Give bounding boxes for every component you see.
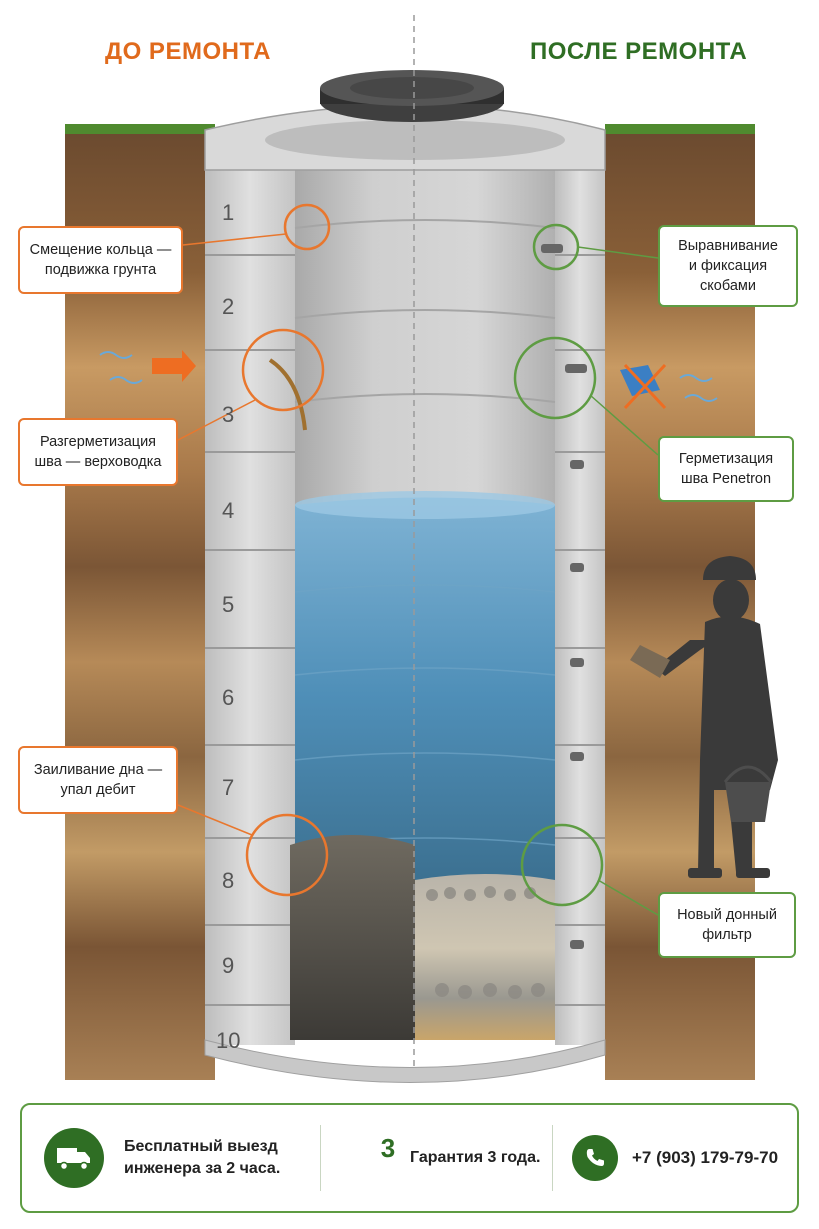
leak-arrow-icon bbox=[99, 350, 196, 384]
callout-filter: Новый донный фильтр bbox=[658, 892, 796, 958]
footer-visit: Бесплатный выезд инженера за 2 часа. bbox=[44, 1105, 280, 1211]
footer-divider bbox=[320, 1125, 321, 1191]
sealing-marker bbox=[513, 336, 597, 420]
silting-marker bbox=[245, 813, 329, 897]
footer-visit-line: инженера за 2 часа. bbox=[124, 1160, 281, 1177]
gravel-filter bbox=[415, 874, 555, 1040]
callout-alignment: Выравнивание и фиксация скобами bbox=[658, 225, 798, 307]
grass-left bbox=[65, 124, 215, 134]
ring-shift-marker bbox=[283, 203, 331, 251]
footer-divider bbox=[552, 1125, 553, 1191]
ring-number: 3 bbox=[222, 402, 235, 427]
callout-line: упал дебит bbox=[60, 782, 136, 798]
callout-line: Заиливание дна — bbox=[33, 762, 163, 778]
callout-ring-shift: Смещение кольца — подвижка грунта bbox=[18, 226, 183, 294]
callout-seam-leak: Разгерметизация шва — верховодка bbox=[18, 418, 178, 486]
worker-icon bbox=[630, 556, 778, 878]
well-rings-left bbox=[205, 165, 295, 1045]
callout-line: Разгерметизация bbox=[39, 434, 157, 450]
heading-after: ПОСЛЕ РЕМОНТА bbox=[530, 38, 748, 65]
footer-panel: Бесплатный выезд инженера за 2 часа. 3 Г… bbox=[20, 1103, 799, 1213]
footer-warranty: Гарантия 3 года. bbox=[410, 1105, 540, 1211]
seam-leak-marker bbox=[241, 328, 325, 412]
ring-number: 8 bbox=[222, 868, 235, 893]
phone-icon bbox=[572, 1135, 618, 1181]
filter-marker bbox=[520, 823, 604, 907]
callout-line: Новый донный bbox=[677, 907, 777, 923]
ring-number: 1 bbox=[222, 200, 235, 225]
ring-number: 5 bbox=[222, 592, 235, 617]
footer-phone[interactable]: +7 (903) 179-79-70 bbox=[572, 1105, 778, 1211]
warranty-text: Гарантия 3 года. bbox=[410, 1149, 541, 1166]
well-rings-right bbox=[555, 165, 605, 1045]
ring-number: 7 bbox=[222, 775, 235, 800]
leak-stream bbox=[268, 358, 307, 431]
manhole-cover-icon bbox=[320, 70, 504, 122]
callout-line: шва Penetron bbox=[680, 471, 772, 487]
phone-number[interactable]: +7 (903) 179-79-70 bbox=[632, 1148, 779, 1167]
callout-line: и фиксация bbox=[688, 258, 768, 274]
callout-line: Смещение кольца — bbox=[29, 242, 172, 258]
water-blocked-icon bbox=[620, 363, 718, 410]
callout-silting: Заиливание дна — упал дебит bbox=[18, 746, 178, 814]
ring-number: 6 bbox=[222, 685, 235, 710]
callout-line: скобами bbox=[700, 278, 756, 294]
callout-sealing: Герметизация шва Penetron bbox=[658, 436, 794, 502]
silt-layer bbox=[290, 835, 415, 1040]
callout-line: Герметизация bbox=[678, 451, 774, 467]
ring-number: 9 bbox=[222, 953, 235, 978]
callout-line: фильтр bbox=[702, 927, 752, 943]
truck-icon bbox=[44, 1128, 104, 1188]
footer-visit-line: Бесплатный выезд bbox=[124, 1138, 278, 1155]
ring-number: 4 bbox=[222, 498, 235, 523]
water bbox=[295, 497, 555, 890]
fixing-brackets bbox=[541, 244, 587, 949]
ring-number: 10 bbox=[216, 1028, 241, 1053]
grass-right bbox=[605, 124, 755, 134]
callout-line: Выравнивание bbox=[678, 238, 778, 254]
ring-number: 2 bbox=[222, 294, 235, 319]
warranty-number: 3 bbox=[380, 1133, 396, 1163]
heading-before: ДО РЕМОНТА bbox=[105, 38, 271, 65]
callout-line: подвижка грунта bbox=[44, 262, 157, 278]
callout-line: шва — верховодка bbox=[34, 454, 162, 470]
